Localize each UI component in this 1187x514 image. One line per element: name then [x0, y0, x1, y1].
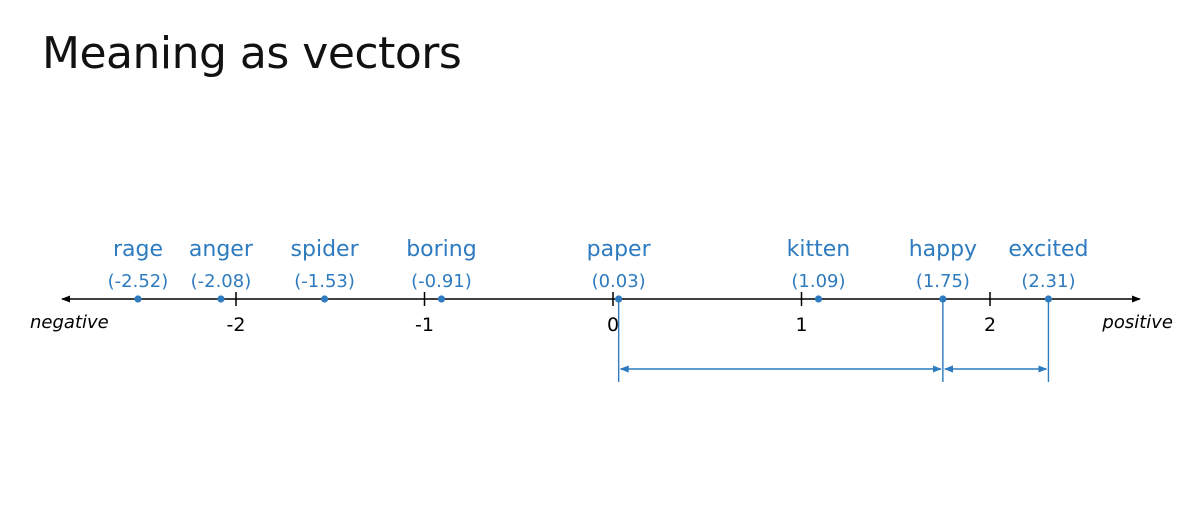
word-label: kitten [787, 237, 851, 262]
tick-label: 0 [607, 314, 619, 336]
word-point [134, 295, 142, 303]
word-value-label: (-0.91) [411, 271, 472, 292]
word-points-group: rage (-2.52) anger (-2.08) spider (-1.53) bori… [108, 237, 1088, 303]
word-label: anger [189, 237, 254, 262]
word-value-label: (2.31) [1021, 271, 1075, 292]
axis-group: negative positive -2 -1 0 1 2 [30, 292, 1173, 336]
word-point [320, 295, 329, 303]
distance-arrows-group [617, 299, 1050, 382]
word-label: happy [909, 237, 977, 262]
word-point [939, 295, 947, 303]
negative-label: negative [30, 312, 109, 333]
word-value-label: (-1.53) [294, 271, 355, 292]
word-point [1044, 295, 1053, 303]
word-value-label: (-2.52) [108, 271, 169, 292]
word-label: excited [1008, 237, 1088, 262]
tick-label: 1 [795, 314, 807, 336]
word-value-label: (1.75) [916, 271, 970, 292]
word-point [615, 295, 623, 303]
word-value-label: (0.03) [592, 271, 646, 292]
word-label: boring [406, 237, 477, 262]
word-point [217, 295, 225, 303]
slide-title: Meaning as vectors [42, 28, 462, 79]
word-value-label: (-2.08) [191, 271, 252, 292]
word-label: rage [113, 237, 163, 262]
tick-label: -2 [227, 314, 246, 336]
word-label: paper [587, 237, 652, 262]
positive-label: positive [1101, 312, 1173, 333]
word-point [814, 295, 823, 303]
word-value-label: (1.09) [791, 271, 845, 292]
tick-label: -1 [415, 314, 434, 336]
word-label: spider [291, 237, 360, 262]
tick-label: 2 [984, 314, 996, 336]
word-point [437, 295, 446, 303]
